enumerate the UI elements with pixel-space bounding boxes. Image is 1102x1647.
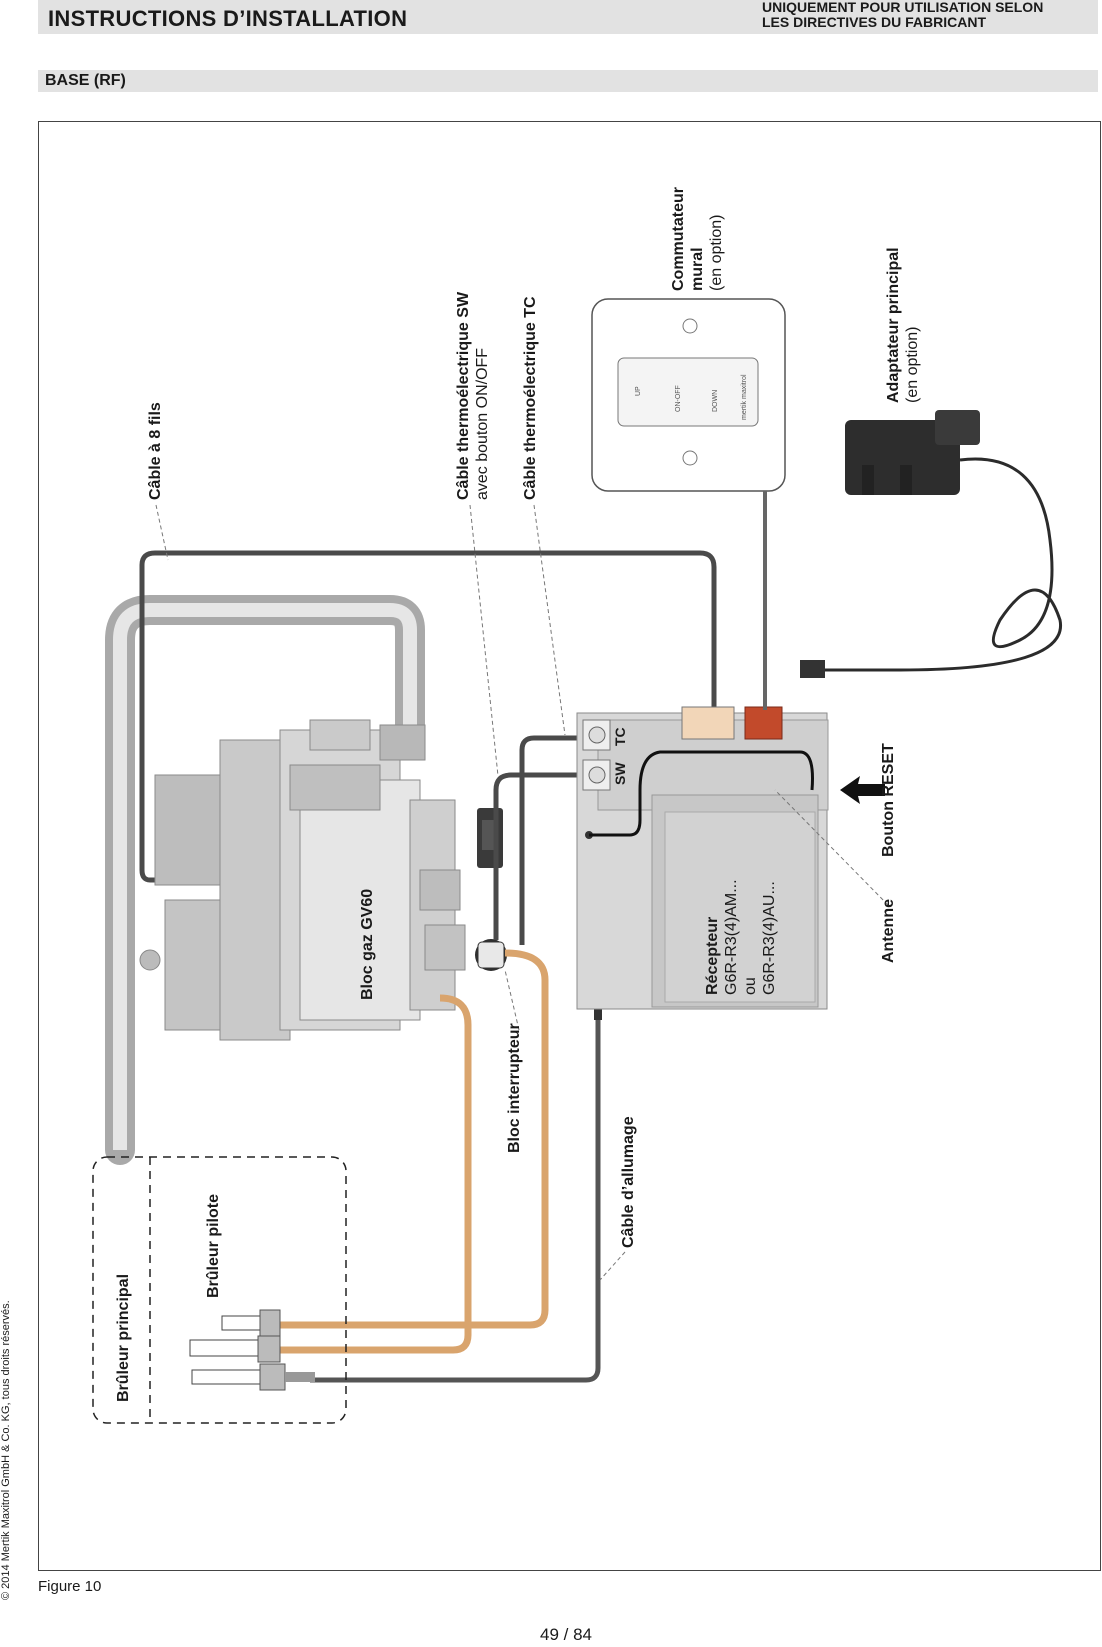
eight-wire-cable (139, 550, 717, 883)
recepteur-ou: ou (742, 977, 759, 995)
copyright: © 2014 Mertik Maxitrol GmbH & Co. KG, to… (0, 1300, 12, 1600)
sw-cable-sub: avec bouton ON/OFF (474, 347, 491, 500)
leader-cable-allumage (599, 1251, 626, 1281)
adaptateur-title: Adaptateur principal (885, 247, 902, 403)
sw-cable-title: Câble thermoélectrique SW (455, 291, 472, 500)
recepteur-model2: G6R-R3(4)AU... (761, 881, 778, 995)
gas-valve-gv60 (139, 719, 466, 1041)
label-sw: SW (612, 762, 628, 785)
label-antenne: Antenne (880, 899, 897, 963)
label-sw-cable: Câble thermoélectrique SW avec bouton ON… (454, 292, 492, 500)
label-adaptateur: Adaptateur principal (en option) (884, 247, 922, 403)
header-bar (38, 0, 1098, 34)
reset-arrow (840, 776, 885, 804)
leader-tc-cable (533, 504, 566, 736)
commutateur-line1: Commutateur (670, 186, 687, 291)
power-adapter (800, 410, 1063, 678)
leader-sw-cable (469, 504, 499, 777)
section-bar (38, 70, 1098, 92)
label-bruleur-principal: Brûleur principal (115, 1273, 132, 1402)
adapter-cable (820, 457, 1063, 672)
switch-up-label: UP (635, 386, 642, 396)
leader-bloc-interrupteur (504, 969, 520, 1031)
switch-onoff-label: ON-OFF (675, 385, 682, 412)
commutateur-line2: mural (689, 247, 706, 291)
figure-caption: Figure 10 (38, 1578, 102, 1595)
adaptateur-sub: (en option) (904, 326, 921, 404)
header-note-line2: LES DIRECTIVES DU FABRICANT (762, 14, 987, 30)
antenna-wire (589, 750, 814, 837)
sw-cable (493, 772, 590, 940)
header-note: UNIQUEMENT POUR UTILISATION SELON LES DI… (762, 0, 1043, 30)
label-cable-allumage: Câble d’allumage (620, 1116, 637, 1248)
label-tc: TC (612, 727, 628, 746)
wall-switch: UP ON-OFF DOWN mertik maxitrol (591, 298, 786, 492)
figure-frame (38, 121, 1101, 1571)
pilot-burner (189, 1309, 315, 1391)
leader-cable8 (155, 504, 169, 561)
label-bloc-gaz: Bloc gaz GV60 (359, 888, 376, 1000)
recepteur-title: Récepteur (704, 916, 721, 995)
label-cable8: Câble à 8 fils (147, 402, 164, 500)
copper-tube-1 (280, 994, 472, 1354)
receiver-unit (576, 706, 829, 1010)
page-title: INSTRUCTIONS D’INSTALLATION (48, 6, 408, 31)
label-bloc-interrupteur: Bloc interrupteur (506, 1023, 523, 1153)
section-title: BASE (RF) (45, 72, 126, 89)
label-tc-cable: Câble thermoélectrique TC (522, 296, 539, 500)
page-number: 49 / 84 (540, 1625, 592, 1644)
label-commutateur: Commutateur mural (en option) (669, 187, 726, 291)
burner-zone (92, 1156, 347, 1424)
copper-tube-2 (280, 949, 549, 1329)
label-bruleur-pilote: Brûleur pilote (205, 1193, 222, 1298)
tc-cable (519, 735, 590, 945)
label-bouton-reset: Bouton RESET (880, 743, 897, 857)
switch-down-label: DOWN (712, 390, 719, 412)
switch-brand-label: mertik maxitrol (741, 374, 748, 420)
leader-antenna (774, 789, 889, 906)
ignition-cable (310, 980, 601, 1383)
commutateur-line3: (en option) (708, 214, 725, 292)
recepteur-model1: G6R-R3(4)AM... (723, 879, 740, 995)
header-note-line1: UNIQUEMENT POUR UTILISATION SELON (762, 0, 1044, 15)
label-recepteur: Récepteur G6R-R3(4)AM... ou G6R-R3(4)AU.… (703, 879, 779, 995)
